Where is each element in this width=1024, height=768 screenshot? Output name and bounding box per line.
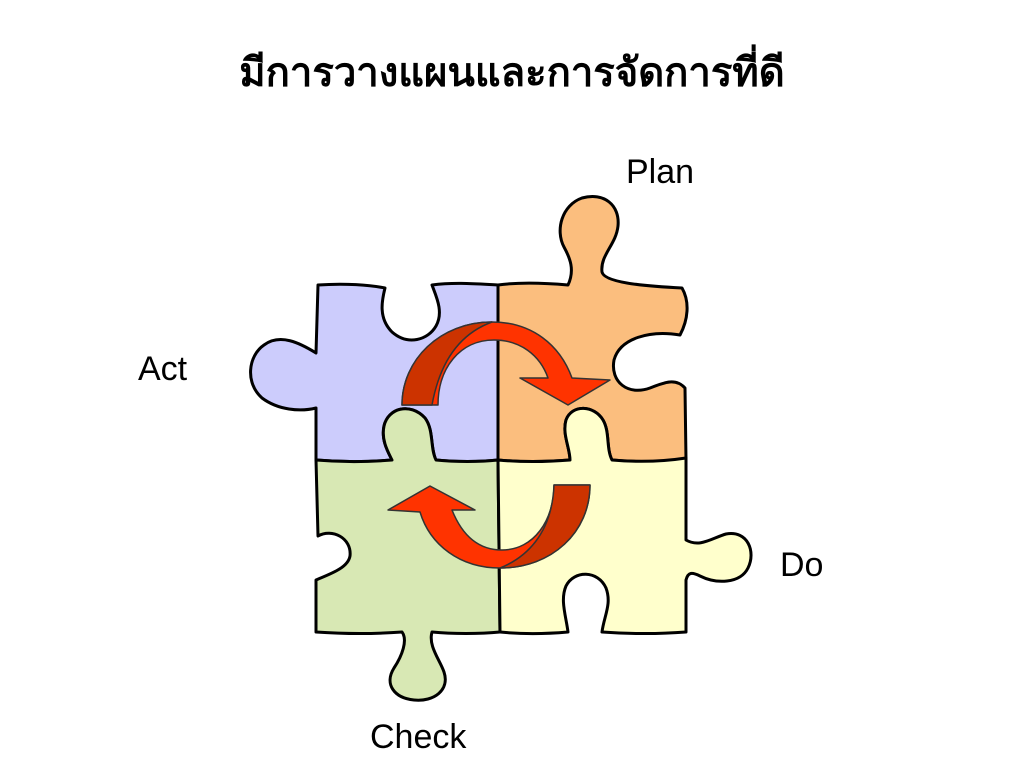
label-act: Act [138,350,188,388]
puzzle-piece-check [314,407,502,702]
slide-title: มีการวางแผนและการจัดการที่ดี [239,49,785,96]
cycle-arrow-bottom-shade [499,484,591,569]
label-check: Check [370,718,467,756]
puzzle-piece-act [249,281,500,463]
puzzle-piece-do [496,406,753,635]
cycle-arrow-top-shade [401,321,493,406]
label-plan: Plan [626,153,695,191]
label-do: Do [780,546,824,584]
